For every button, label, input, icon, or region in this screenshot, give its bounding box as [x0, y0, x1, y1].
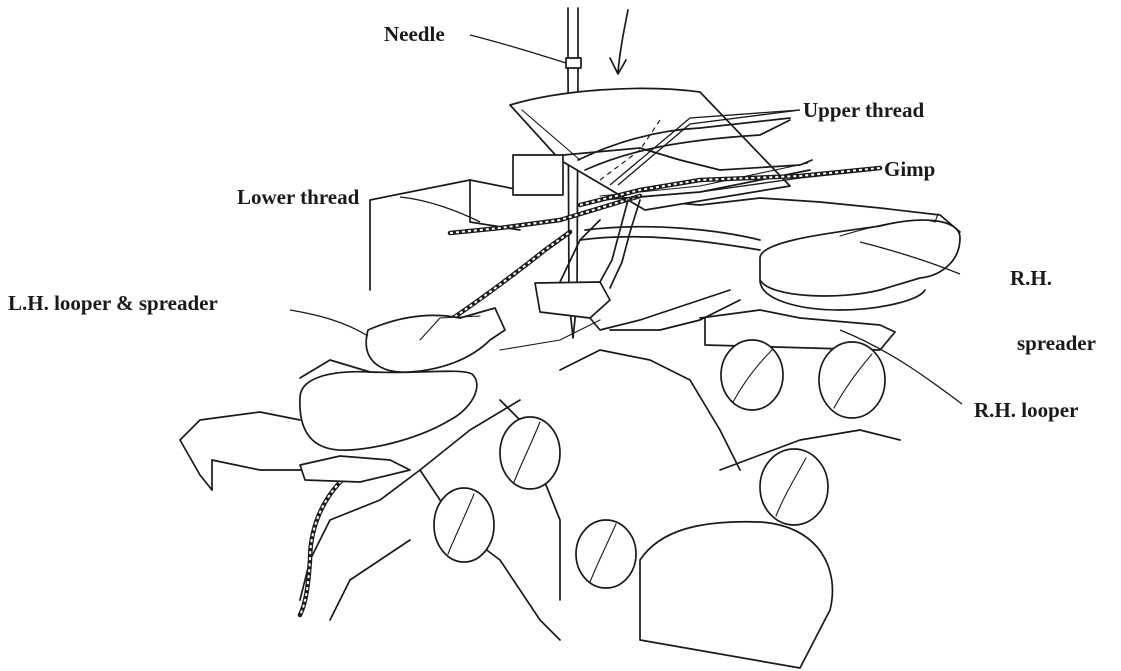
rh-looper [700, 310, 895, 350]
lh-gimp-strand [300, 460, 370, 615]
rh-screws [721, 340, 885, 418]
rh-spreader [580, 214, 960, 310]
label-rh-spreader-line2: spreader [1017, 331, 1096, 355]
label-gimp: Gimp [884, 157, 935, 181]
clamp-blocks [300, 456, 832, 668]
label-rh-spreader-line1: R.H. [1010, 266, 1052, 290]
label-rh-looper: R.H. looper [974, 398, 1078, 422]
motion-arrow [610, 10, 628, 74]
label-lower-thread: Lower thread [237, 185, 360, 209]
label-upper-thread: Upper thread [803, 98, 924, 122]
label-lh-looper-spreader: L.H. looper & spreader [8, 291, 218, 315]
label-needle: Needle [384, 22, 445, 46]
